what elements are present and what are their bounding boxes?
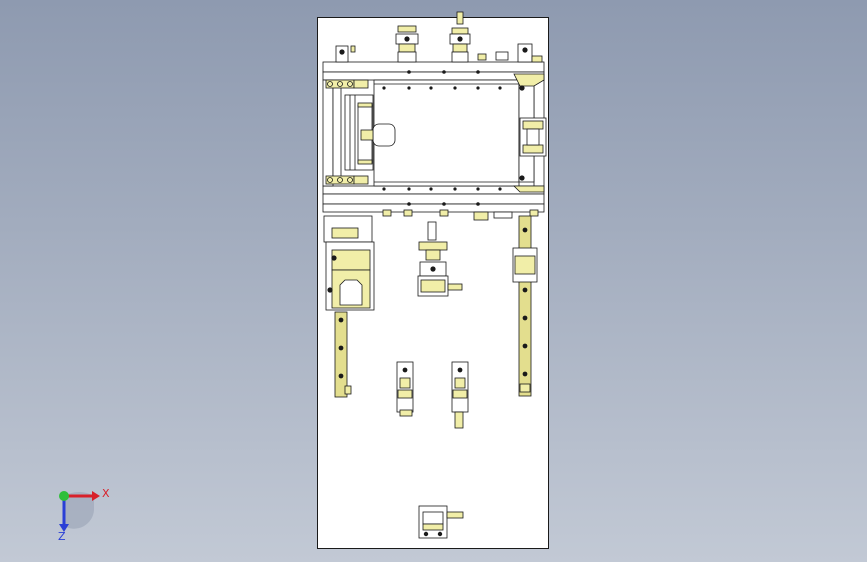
left-linear-module[interactable] bbox=[323, 215, 375, 398]
top-rail-screws bbox=[382, 70, 502, 206]
orientation-triad bbox=[59, 491, 100, 532]
left-bearing-blocks bbox=[325, 79, 369, 185]
z-axis-label: Z bbox=[58, 530, 66, 543]
bottom-clamp[interactable] bbox=[418, 505, 464, 539]
lower-cylinder-left[interactable] bbox=[396, 361, 414, 417]
left-drive-roller[interactable] bbox=[344, 94, 396, 171]
right-linear-rail[interactable] bbox=[512, 215, 538, 397]
lower-cylinder-right[interactable] bbox=[451, 361, 469, 429]
top-pneumatic-cylinders[interactable] bbox=[335, 11, 543, 63]
center-gripper[interactable] bbox=[417, 221, 463, 297]
x-axis-label: X bbox=[102, 487, 110, 500]
conveyor-bottom-fittings bbox=[382, 209, 539, 221]
right-tensioner[interactable] bbox=[513, 73, 547, 193]
